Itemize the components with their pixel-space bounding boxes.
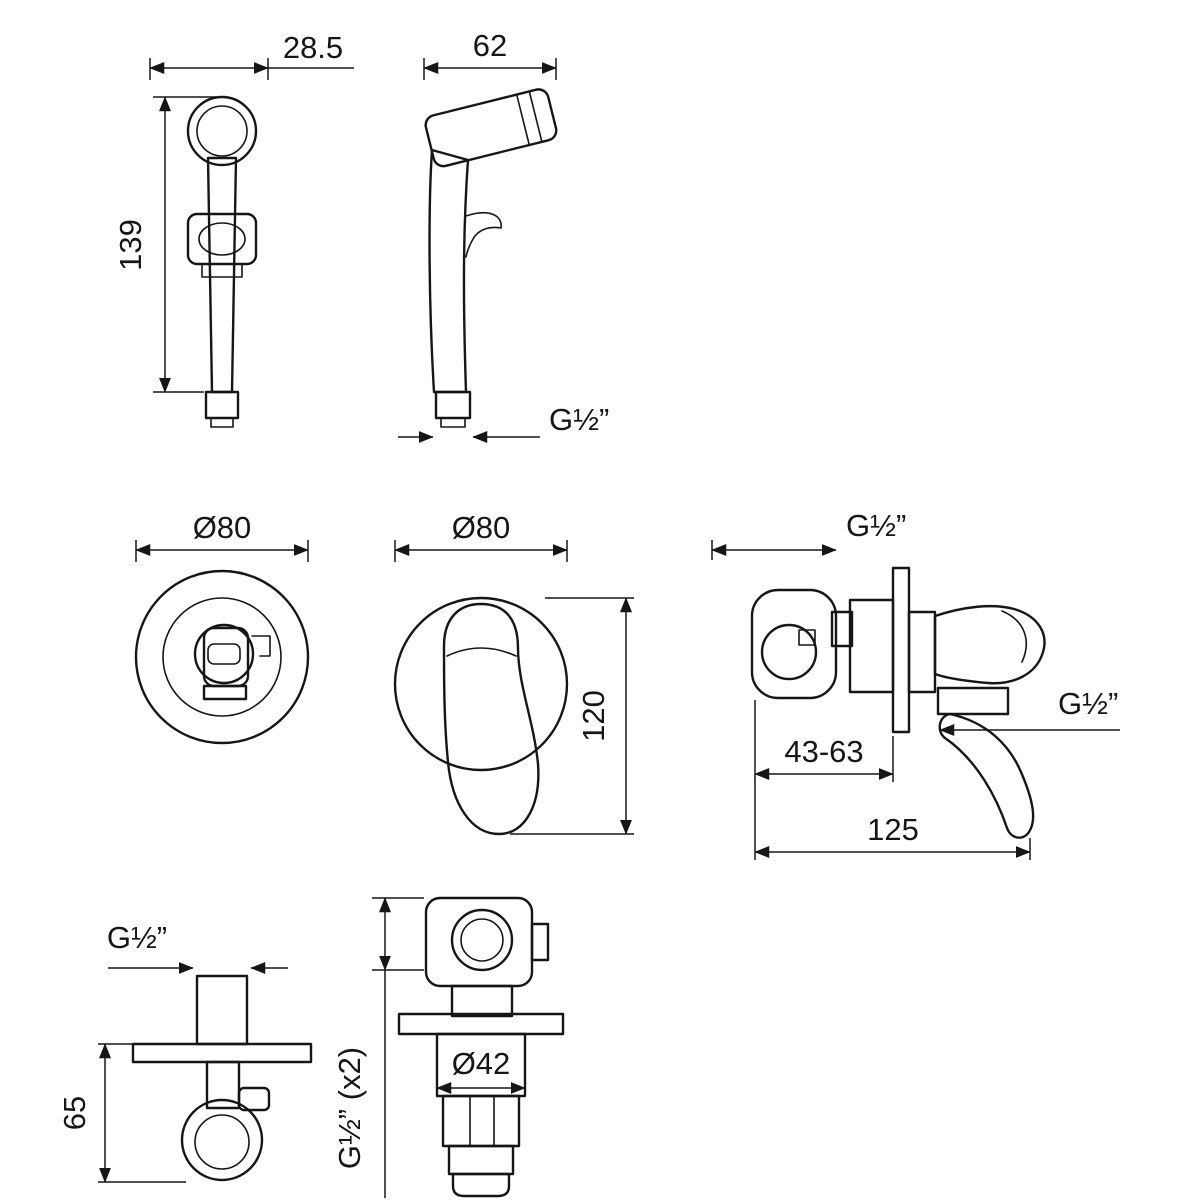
hose-thread	[204, 390, 240, 420]
holder-plate-front-view	[134, 569, 310, 745]
dim-mixer-outlet-thread: G½”	[939, 686, 1120, 736]
extension-lines	[372, 897, 424, 971]
handshower-handle	[206, 156, 238, 394]
hose-tip-side	[440, 417, 466, 428]
dim-label-handshower-side-width: 62	[473, 28, 507, 63]
dim-handshower-front-height: 139	[113, 96, 216, 393]
valve-port-outer	[450, 908, 514, 972]
dim-mixer-mounting-depth: 43-63	[754, 700, 894, 860]
connector-pipe	[830, 610, 854, 648]
holder-hook	[251, 635, 271, 657]
mixer-hub	[907, 610, 937, 694]
dim-label-wall-outlet-height: 65	[57, 1096, 92, 1130]
dim-handshower-thread: G½”	[398, 402, 609, 443]
holder-bracket-tab	[201, 263, 243, 278]
dim-label-valve-connections: G½” (x2)	[332, 1047, 367, 1169]
shower-head-spray-face	[196, 105, 248, 157]
dim-mixer-overall-length: 125	[754, 812, 1031, 860]
holder-bracket-knob	[198, 222, 246, 256]
dim-label-mixer-outlet-thread: G½”	[1058, 686, 1118, 721]
handshower-side-head-group	[424, 88, 558, 168]
dim-valve-connections: G½” (x2)	[332, 897, 424, 1198]
holder-cone-front	[193, 623, 255, 685]
extension-lines	[153, 96, 216, 393]
valve-port-inner	[460, 918, 504, 962]
dim-mixer-inlet-thread: G½”	[711, 508, 906, 560]
inlet-thread-section	[848, 598, 895, 694]
escutcheon-outer	[134, 569, 310, 745]
handshower-side-head	[424, 88, 558, 168]
dim-mixer-trim-height: 120	[510, 597, 634, 835]
dim-holder-plate-diameter: Ø80	[135, 510, 309, 562]
escutcheon-inner	[162, 597, 282, 717]
valve-cap	[451, 1172, 511, 1198]
wall-outlet-side-view	[131, 974, 313, 1182]
valve-body-view	[397, 896, 565, 1198]
handshower-holder-side	[933, 604, 1046, 685]
dim-label-mixer-trim-diameter: Ø80	[452, 510, 511, 545]
wall-outlet-stem	[205, 1060, 241, 1110]
dim-label-mixer-trim-height: 120	[576, 690, 611, 742]
extension-lines	[149, 58, 269, 80]
holder-curve	[1001, 610, 1027, 663]
shower-head-outline	[186, 95, 258, 167]
trigger-clip	[465, 212, 502, 258]
dim-label-holder-plate-diameter: Ø80	[193, 510, 252, 545]
dim-handshower-side-width: 62	[423, 28, 557, 80]
dim-wall-outlet-thread: G½”	[107, 920, 288, 974]
dim-label-wall-outlet-thread: G½”	[107, 920, 167, 955]
inlet-detail	[798, 629, 816, 646]
valve-body-lower	[447, 1144, 515, 1176]
dim-valve-diameter: Ø42	[436, 1046, 526, 1094]
wall-outlet-flange	[131, 1042, 313, 1064]
holder-hook-ring	[180, 1098, 264, 1182]
mixer-lever-side	[938, 712, 1035, 839]
inlet-elbow	[750, 588, 838, 700]
outlet-thread-section	[936, 686, 1010, 716]
handshower-side-view	[424, 88, 558, 428]
handshower-side-handle	[428, 148, 470, 394]
wall-outlet-knob	[237, 1086, 271, 1112]
wall-plate	[891, 566, 911, 734]
head-cap-seams	[516, 91, 543, 145]
wall-outlet-thread	[195, 974, 249, 1046]
dim-mixer-trim-diameter: Ø80	[394, 510, 568, 562]
hose-thread-side	[434, 390, 472, 420]
inlet-opening	[760, 623, 818, 681]
valve-mid-lines	[469, 1095, 495, 1147]
hose-tip	[210, 417, 234, 428]
valve-side-tab	[530, 922, 550, 962]
lever-handle-front	[442, 602, 540, 836]
dim-handshower-front-width: 28.5	[149, 30, 354, 80]
valve-body-mid	[441, 1094, 521, 1148]
dim-label-mixer-mounting-depth: 43-63	[784, 734, 863, 769]
valve-top-body	[424, 896, 534, 988]
holder-hook-inner	[194, 1114, 250, 1170]
mixer-side-view	[750, 566, 1046, 839]
dim-label-handshower-height: 139	[113, 219, 148, 271]
dim-label-mixer-inlet-thread: G½”	[846, 508, 906, 543]
lever-seam	[446, 647, 517, 657]
dim-label-valve-diameter: Ø42	[452, 1046, 511, 1081]
dim-label-handshower-width: 28.5	[283, 30, 343, 65]
dim-label-mixer-overall-length: 125	[867, 812, 919, 847]
extension-lines	[510, 597, 634, 835]
trim-escutcheon	[393, 596, 569, 772]
valve-neck	[450, 984, 514, 1018]
mixer-trim-front-view	[393, 596, 569, 836]
holder-lower-tab	[202, 684, 248, 701]
dim-wall-outlet-height: 65	[57, 1043, 186, 1183]
dim-label-handshower-thread: G½”	[549, 402, 609, 437]
handshower-front-view	[186, 95, 258, 428]
holder-inner-detail	[207, 643, 241, 665]
extension-lines	[98, 1043, 186, 1183]
